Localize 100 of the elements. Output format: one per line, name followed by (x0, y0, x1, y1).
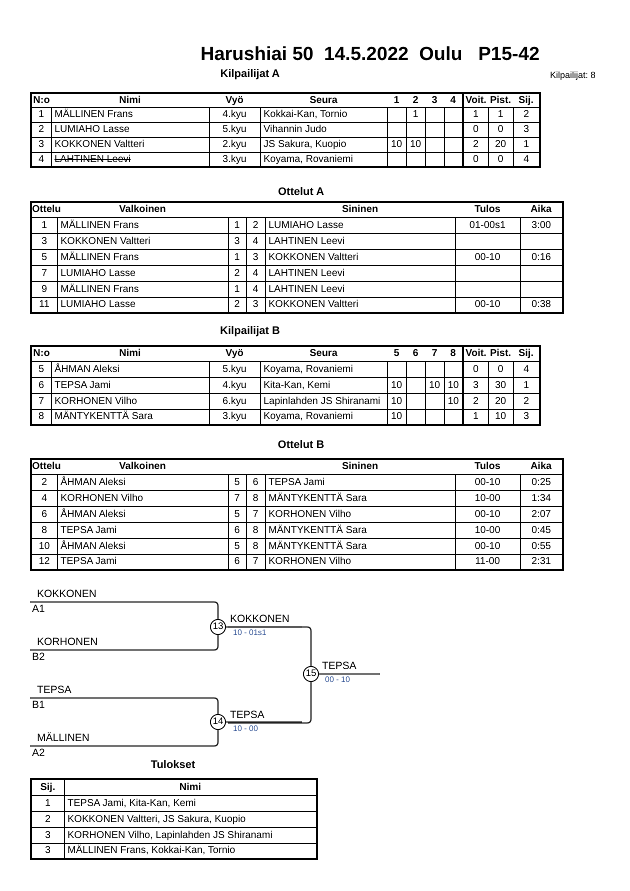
table-cell: LUMIAHO Lasse (51, 122, 209, 137)
table-cell: 1 (513, 137, 540, 152)
table-cell: 3 (31, 137, 51, 152)
table-cell: 10 (31, 538, 57, 554)
column-header: Voit. (463, 346, 488, 361)
table-cell: ÅHMAN Aleksi (51, 361, 209, 377)
table-cell: Kokkai-Kan, Tornio (260, 107, 387, 122)
table-cell: LAHTINEN Leevi (265, 265, 455, 281)
table-cell: 1 (31, 795, 64, 811)
table-cell: 3 (31, 233, 57, 249)
bracket-line (228, 682, 312, 724)
table-cell: 8 (246, 538, 265, 554)
table-cell: 0 (463, 361, 488, 377)
table-cell: 8 (31, 522, 57, 538)
table-cell: 6 (246, 474, 265, 490)
table-cell: 5 (228, 506, 246, 522)
competitor-name: KORHONEN (37, 636, 98, 648)
table-cell: LUMIAHO Lasse (57, 265, 228, 281)
table-cell: KORHONEN Vilho (57, 490, 228, 506)
section-heading: Kilpailijat B (220, 325, 280, 337)
table-cell: 2 (31, 811, 64, 827)
table-cell: 5 (31, 249, 57, 265)
competitor-name: KOKKONEN (230, 613, 290, 625)
table-cell: MÄLLINEN Frans (51, 107, 209, 122)
column-header: Aika (520, 202, 563, 217)
table-cell: 6 (31, 506, 57, 522)
table-cell: 2 (463, 137, 488, 152)
table-cell: 10-00 (455, 490, 520, 506)
table-cell: 5.kyu (209, 122, 260, 137)
table-cell: 1 (228, 217, 246, 233)
column-header: Sininen (265, 202, 455, 217)
table-cell: 7 (228, 490, 246, 506)
table-cell: 6 (228, 522, 246, 538)
column-header: 4 (444, 93, 463, 107)
column-header: 5 (387, 346, 406, 361)
column-header: Tulos (455, 202, 520, 217)
column-header: Seura (260, 346, 387, 361)
table-cell: 1 (463, 409, 488, 425)
table-cell: 2 (463, 393, 488, 409)
table-cell: JS Sakura, Kuopio (260, 137, 387, 152)
table-cell: KORHONEN Vilho (51, 393, 209, 409)
column-header: N:o (31, 346, 51, 361)
table-cell: 2 (31, 122, 51, 137)
table-cell: TEPSA Jami (265, 474, 455, 490)
table-cell: 6 (31, 377, 51, 393)
column-header: Sij. (31, 779, 64, 795)
table-cell: 0 (488, 361, 513, 377)
table-cell: 6.kyu (209, 393, 260, 409)
column-header: 3 (425, 93, 444, 107)
table-cell: 4.kyu (209, 107, 260, 122)
table-cell: 0 (463, 152, 488, 167)
table-cell: 4 (246, 281, 265, 297)
table-cell: 5 (228, 474, 246, 490)
table-cell: 1 (31, 217, 57, 233)
table-cell: TEPSA Jami (51, 377, 209, 393)
match-number-circle: 13 (210, 619, 226, 635)
table-cell: 1 (31, 107, 51, 122)
competitor-count: Kilpailijat: 8 (550, 70, 596, 80)
table-cell: MÄNTYKENTTÄ Sara (265, 490, 455, 506)
match-number-circle: 14 (210, 714, 226, 730)
table-cell: ÅHMAN Aleksi (57, 538, 228, 554)
table-cell: Lapinlahden JS Shiranami (260, 393, 387, 409)
table-cell: KORHONEN Vilho (265, 506, 455, 522)
table-cell: 3 (246, 249, 265, 265)
table-cell: 1 (228, 281, 246, 297)
column-header: 6 (406, 346, 425, 361)
column-header: Tulos (455, 459, 520, 474)
table-cell: Koyama, Rovaniemi (260, 361, 387, 377)
table-cell: MÄLLINEN Frans (57, 281, 228, 297)
table-cell: 1 (406, 107, 425, 122)
table-cell: 7 (246, 506, 265, 522)
table-cell: 30 (488, 377, 513, 393)
column-header: Nimi (51, 346, 209, 361)
table-cell: 4 (31, 490, 57, 506)
table-cell: 0:25 (520, 474, 563, 490)
match-score: 00 - 10 (325, 675, 350, 684)
table-cell: 10 (425, 377, 444, 393)
column-header: Sij. (513, 93, 540, 107)
table-cell: 4.kyu (209, 377, 260, 393)
table-cell: 10 (387, 137, 406, 152)
column-header: Voit. (463, 93, 488, 107)
table-cell: 7 (31, 393, 51, 409)
competitor-name: TEPSA (37, 684, 72, 696)
match-number-circle: 15 (303, 666, 319, 682)
table-cell: MÄNTYKENTTÄ Sara (265, 538, 455, 554)
bracket-line (228, 626, 312, 666)
bracket-line (30, 635, 219, 651)
table-cell: ÅHMAN Aleksi (57, 474, 228, 490)
table-cell: 2 (228, 265, 246, 281)
table-cell: 20 (488, 137, 513, 152)
table-cell: 5 (228, 538, 246, 554)
bracket-line (226, 721, 302, 723)
table-cell: 10-00 (455, 522, 520, 538)
match-score: 10 - 01s1 (233, 628, 266, 637)
table-cell: 2 (31, 474, 57, 490)
seed-label: B1 (32, 699, 45, 711)
table-cell: 20 (488, 393, 513, 409)
table-cell: 10 (387, 393, 406, 409)
competitor-name: TEPSA (230, 709, 264, 721)
column-header: 8 (444, 346, 463, 361)
